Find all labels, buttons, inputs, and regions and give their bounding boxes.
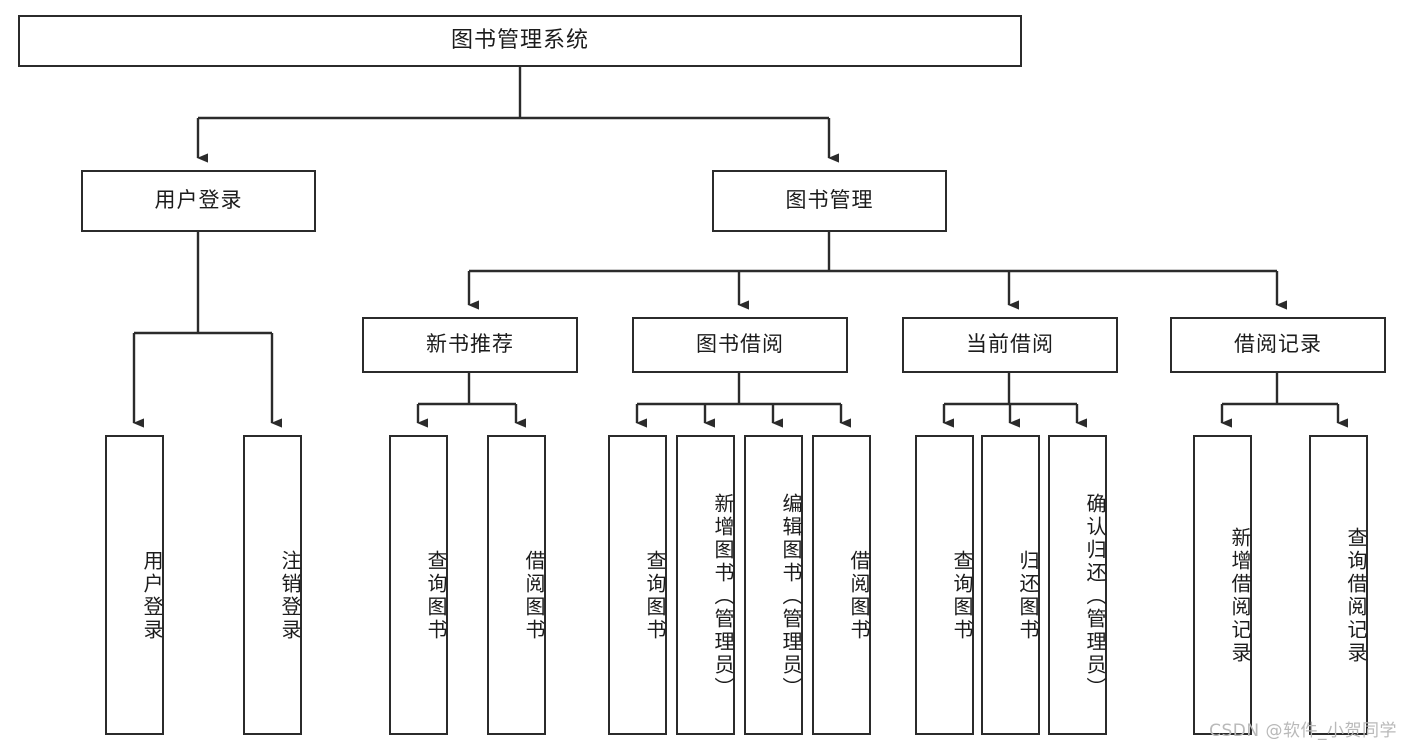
node-label: 用户登录 [140, 550, 164, 642]
node-label: 图书借阅 [696, 332, 784, 357]
node-label: 查询借阅记录 [1344, 527, 1368, 665]
node-root-system[interactable]: 图书管理系统 [18, 15, 1022, 67]
leaf-book-borrow-edit[interactable]: 编辑图书（管理员） [744, 435, 803, 735]
node-current-borrow[interactable]: 当前借阅 [902, 317, 1118, 373]
node-label: 图书管理系统 [450, 27, 589, 53]
leaf-book-borrow-query[interactable]: 查询图书 [608, 435, 667, 735]
node-book-borrow[interactable]: 图书借阅 [632, 317, 848, 373]
node-label: 查询图书 [950, 550, 974, 642]
leaf-current-borrow-query[interactable]: 查询图书 [915, 435, 974, 735]
leaf-current-borrow-return[interactable]: 归还图书 [981, 435, 1040, 735]
watermark: CSDN @软件_小贺同学 [1209, 721, 1397, 741]
node-label: 新增图书（管理员） [711, 492, 735, 700]
leaf-new-book-borrow[interactable]: 借阅图书 [487, 435, 546, 735]
node-user-login[interactable]: 用户登录 [81, 170, 316, 232]
node-label: 查询图书 [643, 550, 667, 642]
node-label: 用户登录 [154, 188, 243, 213]
node-label: 编辑图书（管理员） [779, 492, 803, 700]
node-borrow-records[interactable]: 借阅记录 [1170, 317, 1386, 373]
leaf-book-borrow-add[interactable]: 新增图书（管理员） [676, 435, 735, 735]
leaf-user-login-logout[interactable]: 注销登录 [243, 435, 302, 735]
node-label: 查询图书 [424, 550, 448, 642]
node-label: 借阅图书 [522, 550, 546, 642]
leaf-book-borrow-borrow[interactable]: 借阅图书 [812, 435, 871, 735]
node-book-management[interactable]: 图书管理 [712, 170, 947, 232]
node-label: 新增借阅记录 [1228, 527, 1252, 665]
node-label: 图书管理 [785, 188, 874, 213]
leaf-borrow-records-add[interactable]: 新增借阅记录 [1193, 435, 1252, 735]
node-label: 新书推荐 [426, 332, 514, 357]
leaf-new-book-query[interactable]: 查询图书 [389, 435, 448, 735]
node-label: 借阅记录 [1234, 332, 1322, 357]
node-label: 借阅图书 [847, 550, 871, 642]
node-new-book-recommend[interactable]: 新书推荐 [362, 317, 578, 373]
leaf-borrow-records-query[interactable]: 查询借阅记录 [1309, 435, 1368, 735]
leaf-user-login-login[interactable]: 用户登录 [105, 435, 164, 735]
leaf-current-borrow-confirm-return[interactable]: 确认归还（管理员） [1048, 435, 1107, 735]
node-label: 注销登录 [278, 550, 302, 642]
node-label: 归还图书 [1016, 550, 1040, 642]
node-label: 当前借阅 [966, 332, 1054, 357]
node-label: 确认归还（管理员） [1083, 492, 1107, 700]
